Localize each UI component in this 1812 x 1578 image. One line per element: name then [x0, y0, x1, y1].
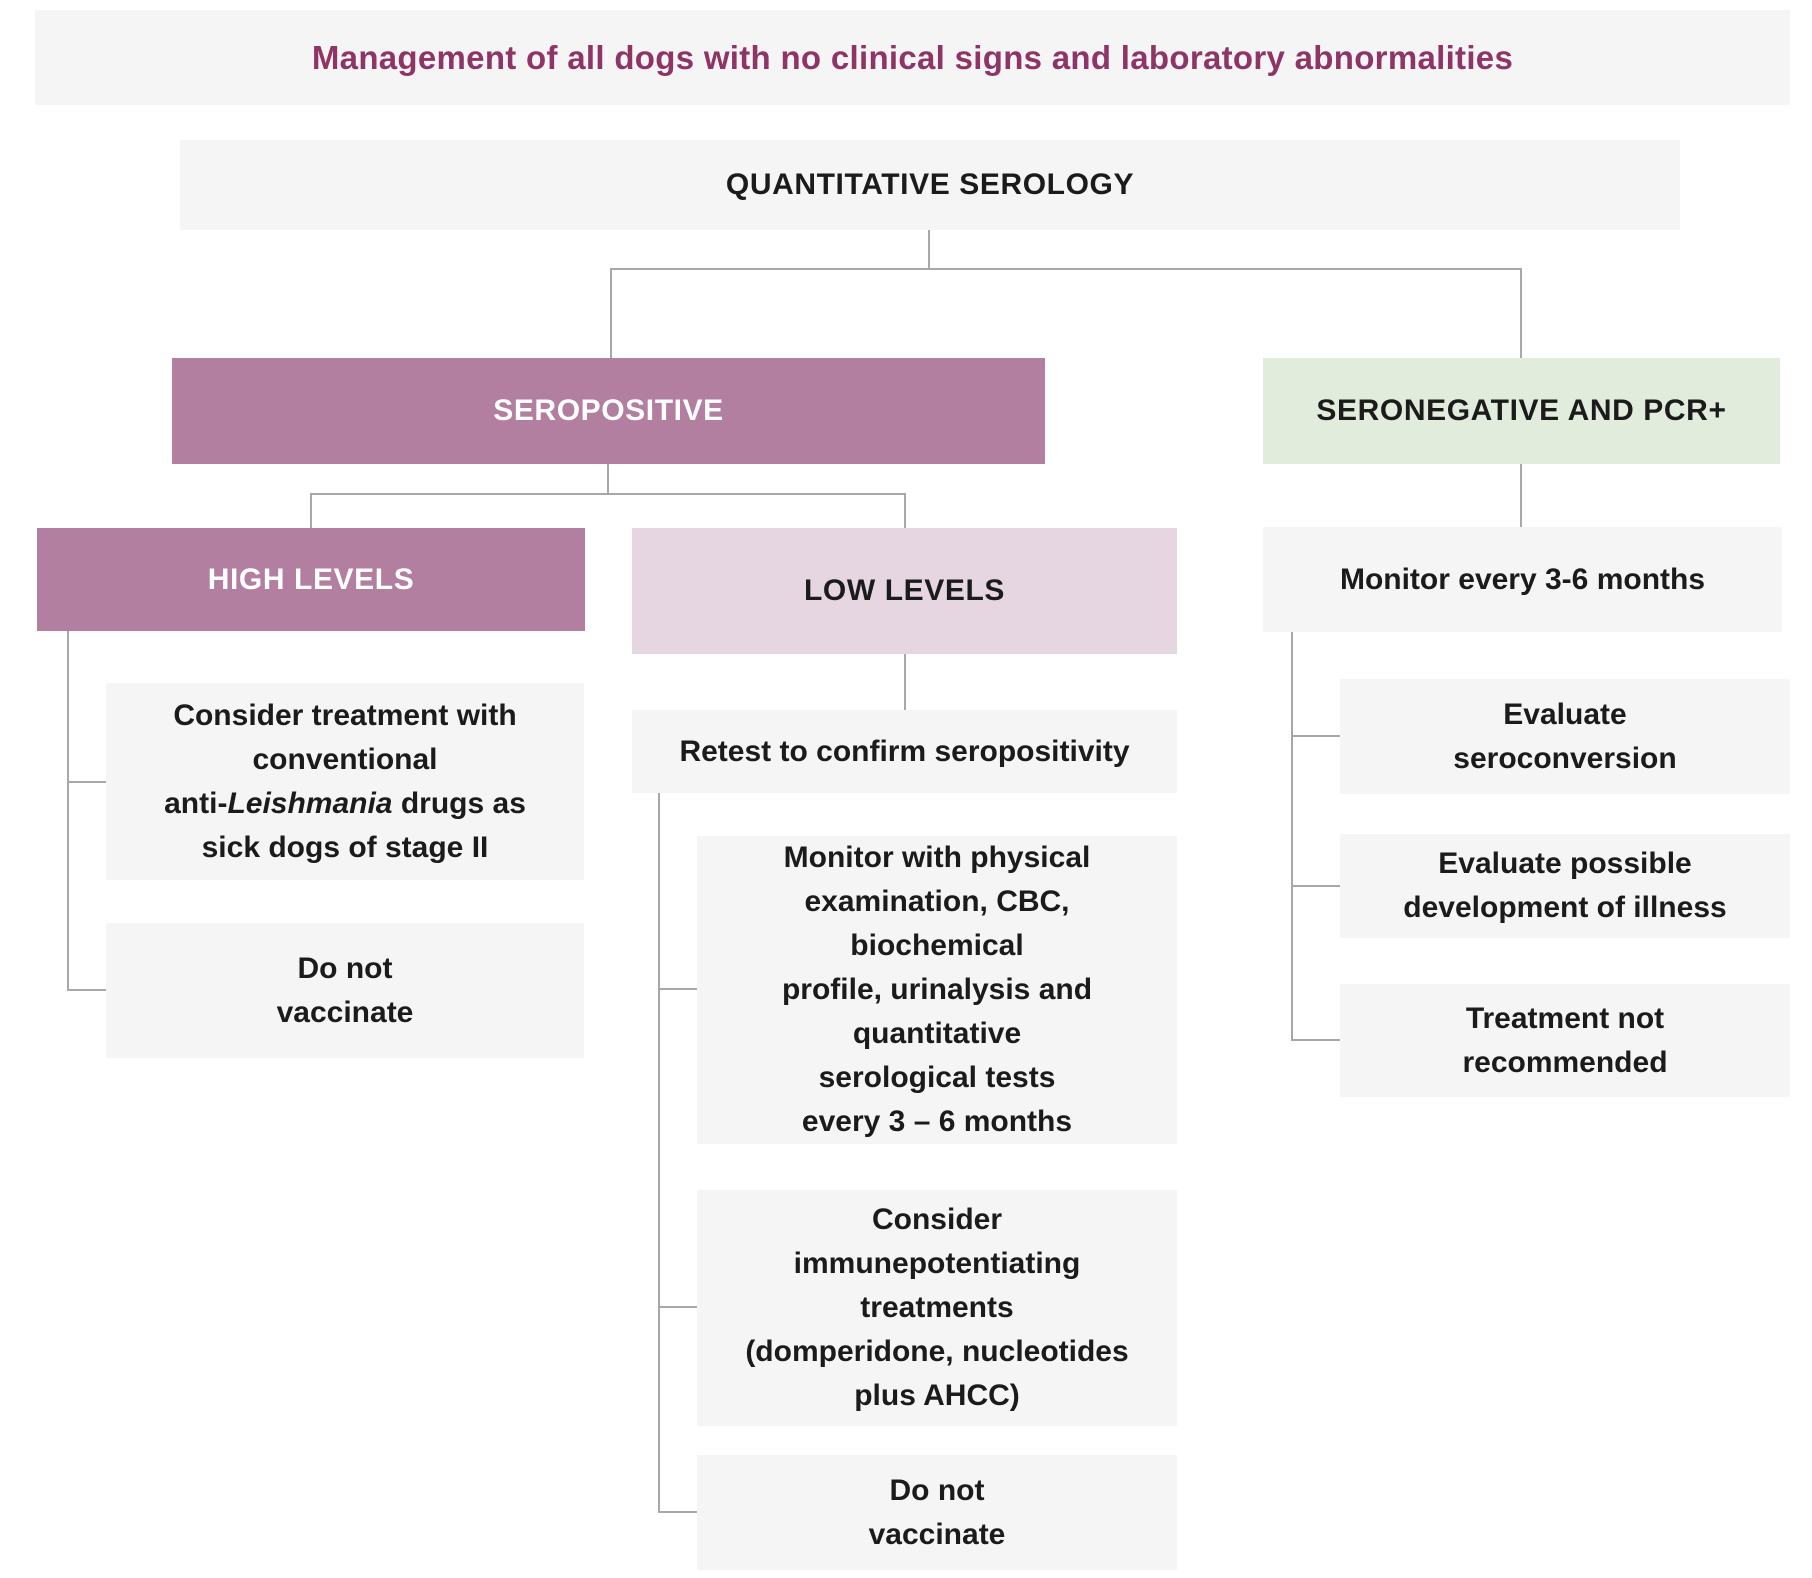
text-line: Evaluate	[1503, 697, 1627, 731]
connector-low-levels-drop	[904, 654, 906, 710]
connector-to-immunopotentiating	[658, 1306, 697, 1308]
text-line: conventional	[252, 742, 438, 776]
node-immunopotentiating: Consider immunepotentiating treatments (…	[697, 1190, 1177, 1426]
connector-to-high-levels	[310, 493, 312, 528]
text-line: treatments	[860, 1291, 1014, 1324]
connector-to-do-not-vaccinate-left	[67, 989, 106, 991]
node-do-not-vaccinate-low: Do not vaccinate	[697, 1455, 1177, 1570]
text-line: Monitor with physical	[783, 841, 1091, 874]
text-line: serological tests	[818, 1061, 1056, 1094]
text-line: development of illness	[1403, 891, 1727, 924]
title-bar: Management of all dogs with no clinical …	[35, 10, 1790, 105]
text-line: profile, urinalysis and	[781, 973, 1093, 1006]
connector-to-evaluate-possible	[1291, 885, 1340, 887]
text-line: recommended	[1462, 1045, 1668, 1079]
connector-low-levels-trunk	[658, 793, 660, 1513]
text-line: quantitative	[852, 1017, 1022, 1050]
node-quantitative-serology: QUANTITATIVE SEROLOGY	[180, 140, 1680, 230]
text-line: Do not	[889, 1473, 985, 1507]
text-line: examination, CBC,	[804, 885, 1070, 918]
connector-level1-horizontal	[610, 268, 1522, 270]
connector-seronegative-trunk	[1291, 632, 1293, 1041]
text-line: seroconversion	[1453, 741, 1677, 775]
text-line: plus AHCC)	[854, 1379, 1020, 1412]
node-monitor-every: Monitor every 3-6 months	[1263, 527, 1782, 632]
page-title: Management of all dogs with no clinical …	[311, 38, 1514, 76]
connector-seropositive-drop	[607, 464, 609, 493]
connector-to-seropositive	[610, 268, 612, 358]
text-segment: anti-	[164, 786, 228, 820]
connector-to-monitor-physical	[658, 988, 697, 990]
connector-root-drop	[928, 230, 930, 268]
text-line: Consider	[871, 1203, 1003, 1236]
node-low-levels: LOW LEVELS	[632, 528, 1177, 654]
text-line: biochemical	[850, 929, 1024, 962]
node-label: Monitor every 3-6 months	[1339, 562, 1706, 596]
node-label: Retest to confirm seropositivity	[679, 734, 1130, 768]
node-evaluate-seroconversion: Evaluate seroconversion	[1340, 679, 1790, 794]
text-line: vaccinate	[276, 995, 414, 1029]
connector-seronegative-drop	[1520, 464, 1522, 527]
text-line: Consider treatment with	[173, 698, 517, 732]
text-line: vaccinate	[868, 1517, 1006, 1551]
node-retest: Retest to confirm seropositivity	[632, 710, 1177, 793]
connector-to-low-levels	[904, 493, 906, 528]
text-line: Treatment not	[1465, 1001, 1665, 1035]
text-line: every 3 – 6 months	[801, 1105, 1073, 1138]
text-line: Evaluate possible	[1438, 847, 1692, 880]
connector-to-treatment-not	[1291, 1039, 1340, 1041]
connector-level2-horizontal	[310, 493, 906, 495]
node-monitor-physical: Monitor with physical examination, CBC, …	[697, 836, 1177, 1144]
connector-to-do-not-vaccinate-mid	[658, 1511, 697, 1513]
text-line: anti-Leishmania drugs as	[164, 782, 526, 826]
connector-to-seronegative	[1520, 268, 1522, 358]
text-segment: drugs as	[392, 786, 526, 820]
connector-to-evaluate-seroconversion	[1291, 735, 1340, 737]
text-line: (domperidone, nucleotides	[745, 1335, 1129, 1368]
node-high-levels: HIGH LEVELS	[37, 528, 585, 631]
node-evaluate-possible-illness: Evaluate possible development of illness	[1340, 834, 1790, 938]
node-label: SEROPOSITIVE	[493, 394, 724, 427]
text-line: immunepotentiating	[793, 1247, 1081, 1280]
node-seropositive: SEROPOSITIVE	[172, 358, 1045, 464]
text-segment-italic: Leishmania	[227, 786, 393, 820]
connector-high-levels-trunk	[67, 631, 69, 991]
node-seronegative-pcr: SERONEGATIVE AND PCR+	[1263, 358, 1780, 464]
node-label: QUANTITATIVE SEROLOGY	[725, 168, 1135, 201]
node-label: LOW LEVELS	[804, 574, 1005, 607]
node-treatment-not-recommended: Treatment not recommended	[1340, 984, 1790, 1097]
node-do-not-vaccinate-high: Do not vaccinate	[106, 923, 584, 1058]
text-line: Do not	[297, 951, 393, 985]
node-label: HIGH LEVELS	[207, 562, 415, 596]
connector-to-consider-treatment	[67, 781, 106, 783]
node-consider-treatment: Consider treatment with conventional ant…	[106, 683, 584, 880]
node-label: SERONEGATIVE AND PCR+	[1316, 394, 1727, 427]
text-line: sick dogs of stage II	[201, 830, 489, 864]
